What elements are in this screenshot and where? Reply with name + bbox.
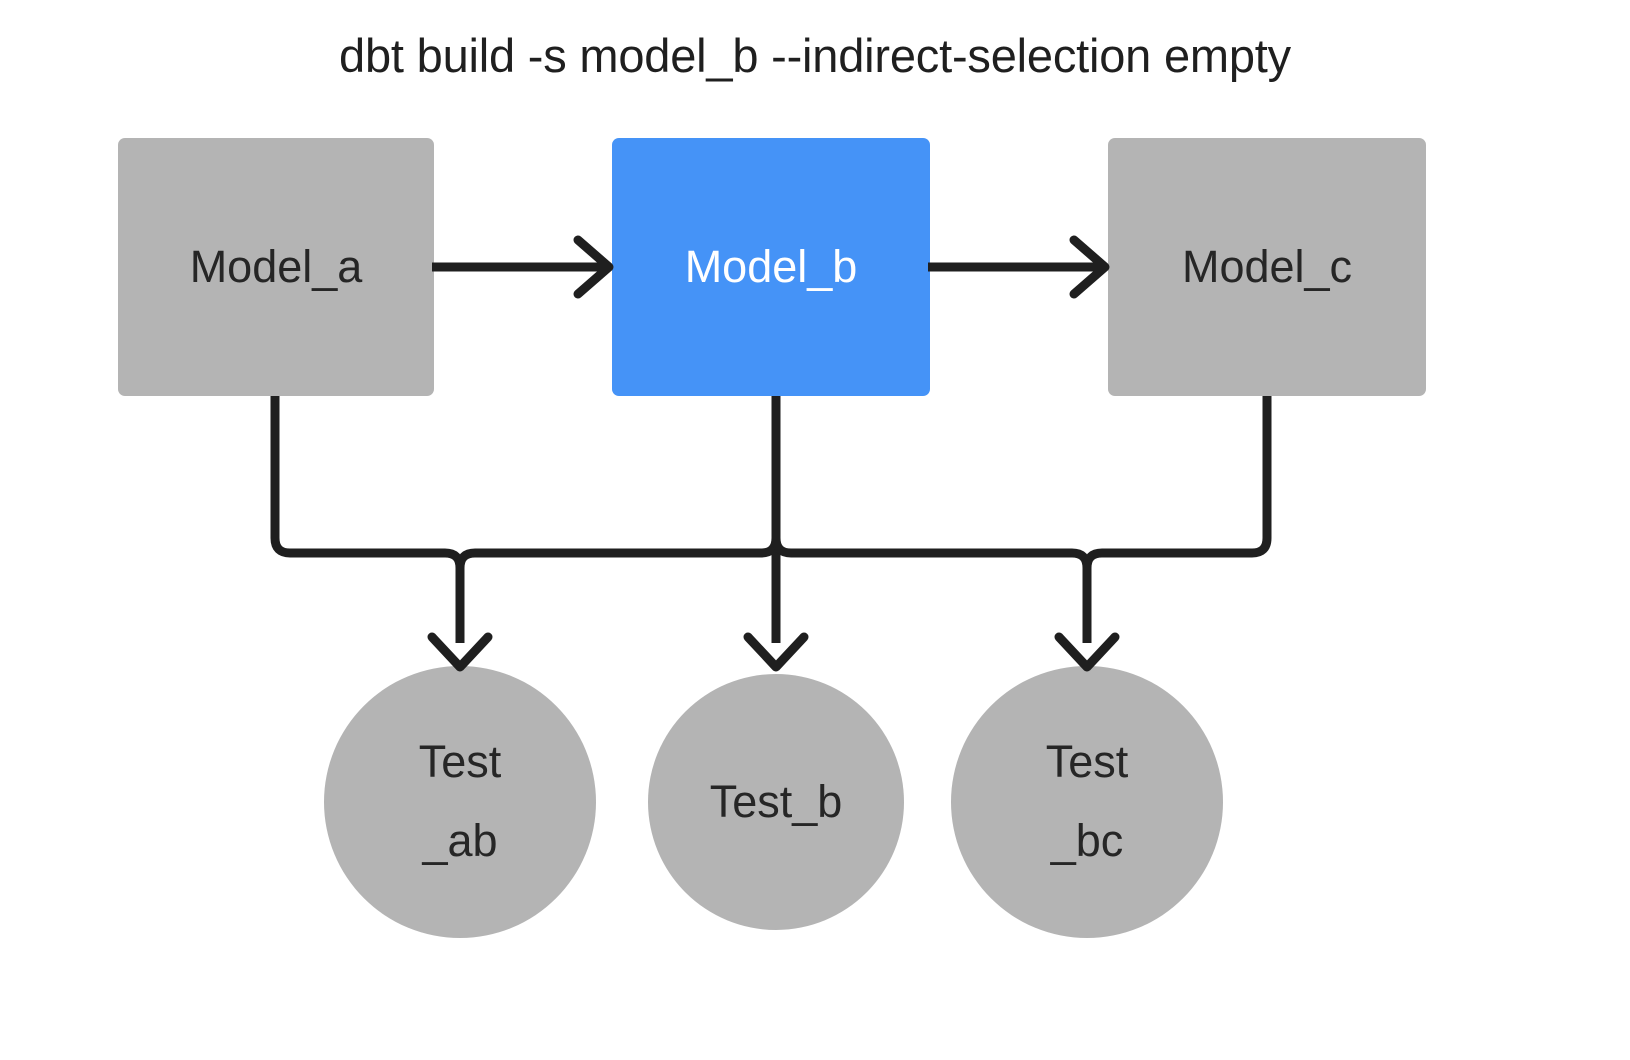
edge-model-b-to-test-bc	[771, 396, 1092, 643]
node-test-bc-circle[interactable]	[951, 666, 1223, 938]
node-model-a-rect[interactable]	[118, 138, 434, 396]
node-test-ab-circle[interactable]	[324, 666, 596, 938]
edge-to-test-ab-arrowhead	[427, 632, 493, 672]
edge-model-b-to-test-ab	[455, 396, 781, 643]
edge-model-b-to-model-c-arrowhead	[1069, 235, 1110, 299]
edge-to-test-bc-arrowhead	[1054, 632, 1120, 672]
edge-to-test-b-arrowhead	[743, 632, 809, 672]
edge-model-c-to-test-bc	[1082, 396, 1272, 643]
node-test-b-circle[interactable]	[648, 674, 904, 930]
node-model-b-rect[interactable]	[612, 138, 930, 396]
edge-model-a-to-model-b-arrowhead	[573, 235, 614, 299]
diagram-title: dbt build -s model_b --indirect-selectio…	[339, 29, 1291, 82]
edge-model-a-to-test-ab	[270, 396, 465, 643]
node-model-c-rect[interactable]	[1108, 138, 1426, 396]
